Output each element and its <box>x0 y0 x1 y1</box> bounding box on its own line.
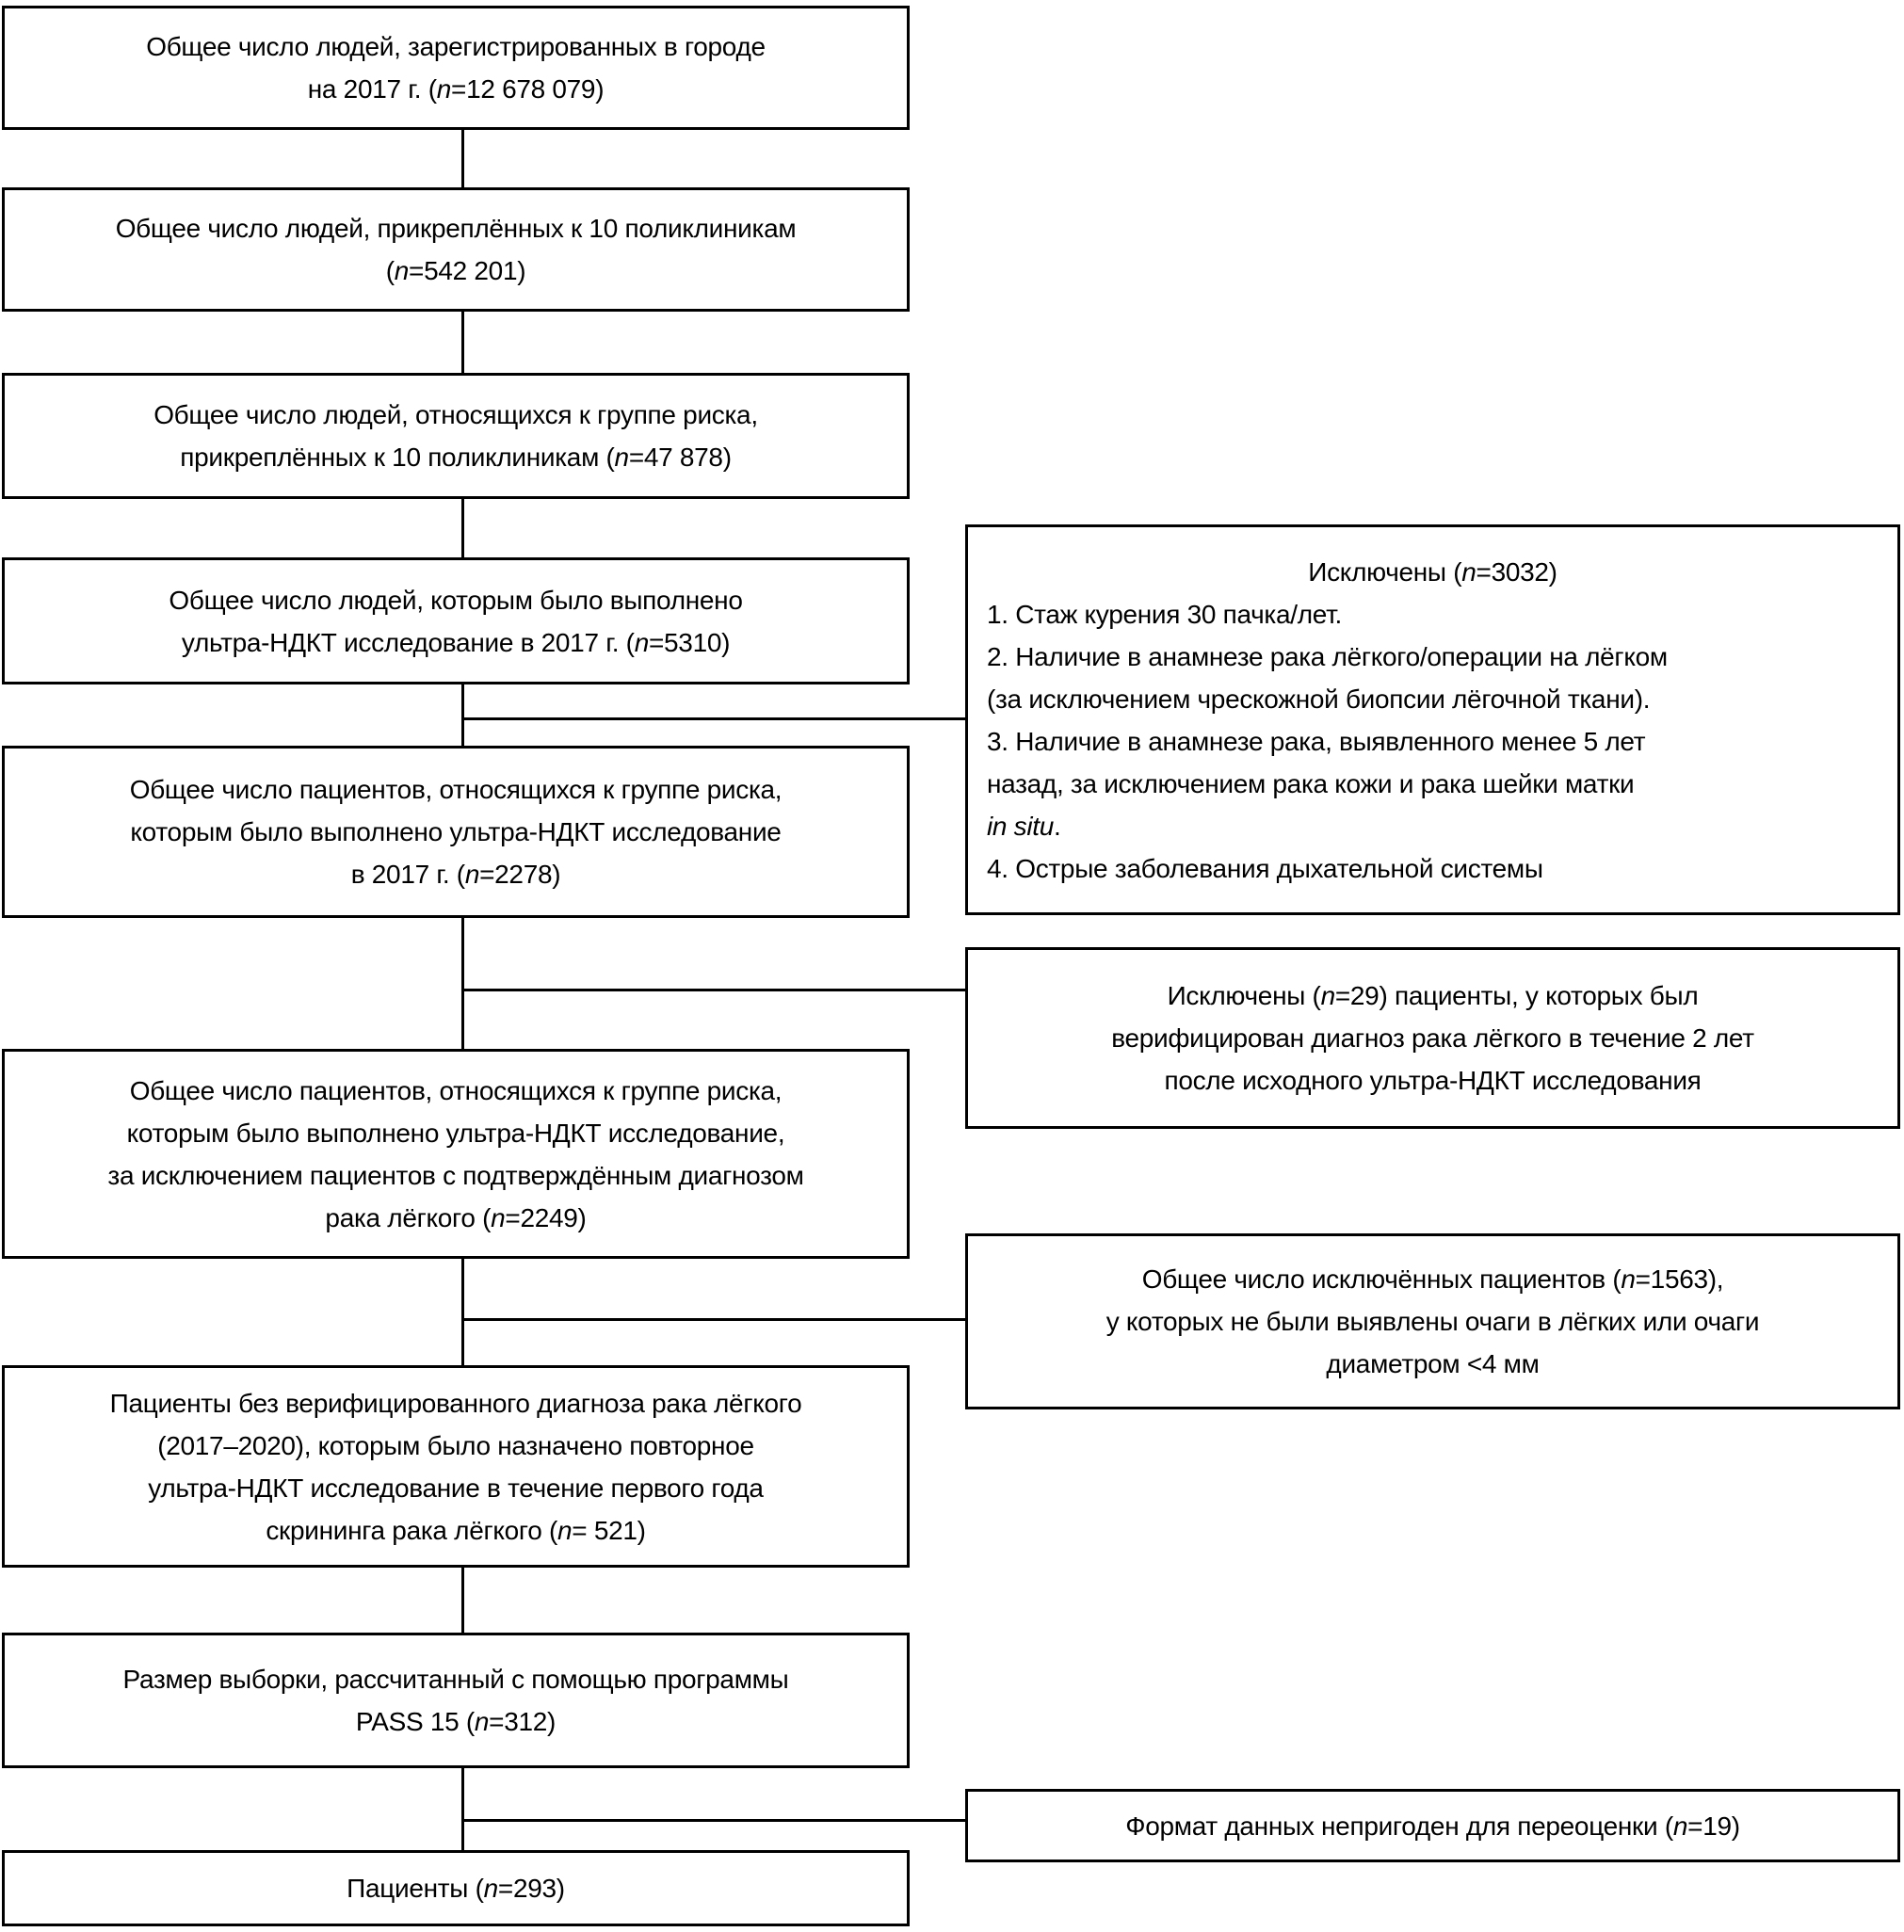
connector-b6-b7 <box>461 1259 464 1366</box>
text-line: (n=542 201) <box>385 256 526 285</box>
text-line: Общее число людей, относящихся к группе … <box>153 400 758 429</box>
text-line: у которых не были выявлены очаги в лёгки… <box>1105 1307 1760 1336</box>
flow-box-final-patients: Пациенты (n=293) <box>2 1850 910 1926</box>
text-line: Формат данных непригоден для переоценки … <box>1125 1811 1740 1841</box>
text-line: Общее число людей, которым было выполнен… <box>169 585 743 615</box>
connector-branch-to-excluded-19 <box>461 1819 966 1822</box>
flow-box-excluded-19-data-format: Формат данных непригоден для переоценки … <box>965 1789 1900 1862</box>
connector-b3-b4 <box>461 499 464 558</box>
connector-branch-to-excluded-3032 <box>461 717 966 720</box>
text-line: рака лёгкого (n=2249) <box>325 1202 587 1232</box>
text-line: PASS 15 (n=312) <box>355 1707 557 1736</box>
text-line: 2. Наличие в анамнезе рака лёгкого/опера… <box>987 641 1668 671</box>
flow-box-total-registered-city: Общее число людей, зарегистрированных в … <box>2 6 910 130</box>
text-line: назад, за исключением рака кожи и рака ш… <box>987 768 1635 798</box>
text-line: Общее число людей, прикреплённых к 10 по… <box>115 214 797 243</box>
text-line: верифицирован диагноз рака лёгкого в теч… <box>1111 1023 1754 1053</box>
connector-b8-b9 <box>461 1768 464 1851</box>
text-line: Общее число исключённых пациентов (n=156… <box>1141 1264 1724 1294</box>
text-line: ультра-НДКТ исследование в течение перво… <box>148 1473 764 1503</box>
flow-box-uldct-performed-2017: Общее число людей, которым было выполнен… <box>2 557 910 684</box>
text-line: Общее число пациентов, относящихся к гру… <box>129 775 783 804</box>
text-line: 4. Острые заболевания дыхательной систем… <box>987 853 1543 883</box>
text-line: Общее число людей, зарегистрированных в … <box>146 32 766 61</box>
flow-box-risk-group-no-confirmed-ca: Общее число пациентов, относящихся к гру… <box>2 1049 910 1259</box>
flow-box-excluded-29-verified: Исключены (n=29) пациенты, у которых был… <box>965 947 1900 1129</box>
flow-box-excluded-1563-no-foci: Общее число исключённых пациентов (n=156… <box>965 1233 1900 1409</box>
text-line: Исключены (n=3032) <box>1308 556 1557 587</box>
flow-box-risk-group-attached: Общее число людей, относящихся к группе … <box>2 373 910 499</box>
flow-box-attached-polyclinics: Общее число людей, прикреплённых к 10 по… <box>2 187 910 312</box>
text-line: Пациенты (n=293) <box>347 1874 565 1903</box>
text-line: Размер выборки, рассчитанный с помощью п… <box>122 1665 789 1694</box>
connector-b2-b3 <box>461 312 464 374</box>
text-line: за исключением пациентов с подтверждённы… <box>107 1160 804 1190</box>
text-line: скрининга рака лёгкого (n= 521) <box>266 1515 646 1545</box>
connector-branch-to-excluded-1563 <box>461 1318 966 1321</box>
text-line: 3. Наличие в анамнезе рака, выявленного … <box>987 726 1646 756</box>
connector-b4-b5 <box>461 684 464 747</box>
text-line: которым было выполнено ультра-НДКТ иссле… <box>130 817 782 846</box>
text-line: Исключены (n=29) пациенты, у которых был <box>1167 981 1699 1010</box>
flow-box-risk-group-uldct-2017: Общее число пациентов, относящихся к гру… <box>2 746 910 918</box>
connector-branch-to-excluded-29 <box>461 989 966 991</box>
text-line: 1. Стаж курения 30 пачка/лет. <box>987 599 1343 629</box>
text-line: in situ. <box>987 811 1061 841</box>
text-line: прикреплённых к 10 поликлиникам (n=47 87… <box>180 443 732 472</box>
text-line: Пациенты без верифицированного диагноза … <box>109 1388 802 1418</box>
text-line: (за исключением чрескожной биопсии лёгоч… <box>987 684 1651 714</box>
flow-box-sample-size-pass15: Размер выборки, рассчитанный с помощью п… <box>2 1633 910 1768</box>
text-line: которым было выполнено ультра-НДКТ иссле… <box>126 1118 785 1148</box>
text-line: диаметром <4 мм <box>1326 1349 1540 1378</box>
text-line: Общее число пациентов, относящихся к гру… <box>129 1075 783 1105</box>
text-line: на 2017 г. (n=12 678 079) <box>307 74 605 104</box>
connector-b5-b6 <box>461 918 464 1050</box>
flow-box-no-verified-diagnosis: Пациенты без верифицированного диагноза … <box>2 1365 910 1568</box>
flow-box-excluded-3032-list: Исключены (n=3032) 1. Стаж курения 30 пач… <box>965 524 1900 915</box>
connector-b1-b2 <box>461 130 464 188</box>
text-line: в 2017 г. (n=2278) <box>350 860 561 889</box>
text-line: после исходного ультра-НДКТ исследования <box>1164 1066 1702 1095</box>
connector-b7-b8 <box>461 1568 464 1634</box>
text-line: (2017–2020), которым было назначено повт… <box>157 1430 754 1460</box>
text-line: ультра-НДКТ исследование в 2017 г. (n=53… <box>181 627 731 657</box>
